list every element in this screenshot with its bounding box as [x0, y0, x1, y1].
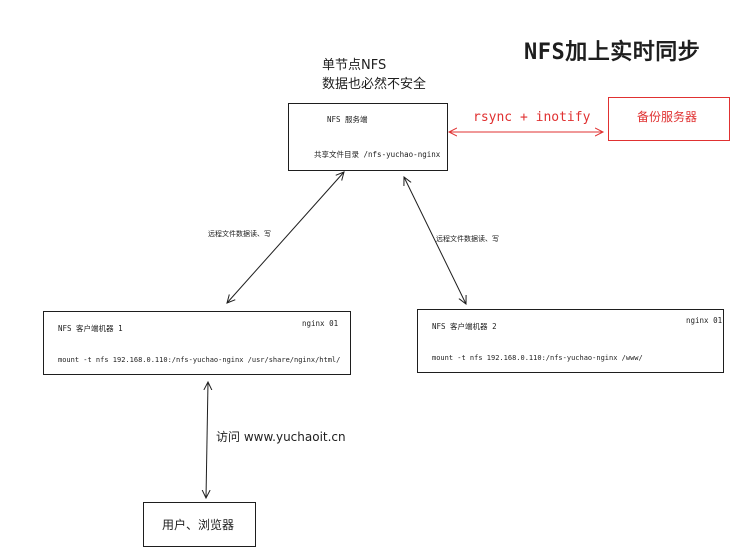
edge-server-client2 [404, 177, 466, 304]
edge-client1-user [206, 382, 208, 498]
user-browser-node: 用户、浏览器 [143, 502, 256, 547]
visit-label: 访问 www.yuchaoit.cn [216, 430, 346, 444]
nfs-client-2-label: NFS 客户端机器 2 [432, 322, 497, 331]
edge-left-label: 远程文件数据读、写 [208, 230, 271, 238]
nfs-client-1-node: NFS 客户端机器 1 nginx 01 mount -t nfs 192.16… [43, 311, 351, 375]
backup-server-label: 备份服务器 [637, 110, 698, 124]
nfs-server-node: NFS 服务端 共享文件目录 /nfs-yuchao-nginx [288, 103, 448, 171]
nfs-server-label: NFS 服务端 [327, 115, 368, 124]
nfs-client-1-host: nginx 01 [302, 319, 339, 328]
nfs-server-share: 共享文件目录 /nfs-yuchao-nginx [314, 150, 441, 159]
nfs-client-2-node: NFS 客户端机器 2 nginx 01 mount -t nfs 192.16… [417, 309, 724, 373]
note: 单节点NFS 数据也必然不安全 [322, 56, 426, 94]
note-line-2: 数据也必然不安全 [322, 77, 427, 92]
note-line-1: 单节点NFS [322, 58, 387, 73]
nfs-client-1-mount: mount -t nfs 192.168.0.110:/nfs-yuchao-n… [58, 356, 341, 364]
nfs-client-2-host: nginx 01 [686, 316, 723, 325]
sync-label: rsync + inotify [473, 110, 591, 125]
edge-right-label: 远程文件数据读、写 [436, 235, 499, 243]
user-browser-label: 用户、浏览器 [162, 518, 235, 532]
nfs-client-2-mount: mount -t nfs 192.168.0.110:/nfs-yuchao-n… [432, 354, 643, 362]
nfs-client-1-label: NFS 客户端机器 1 [58, 324, 123, 333]
backup-server-node: 备份服务器 [608, 97, 730, 141]
edge-server-client1 [227, 172, 344, 303]
diagram-title: NFS加上实时同步 [524, 40, 701, 65]
